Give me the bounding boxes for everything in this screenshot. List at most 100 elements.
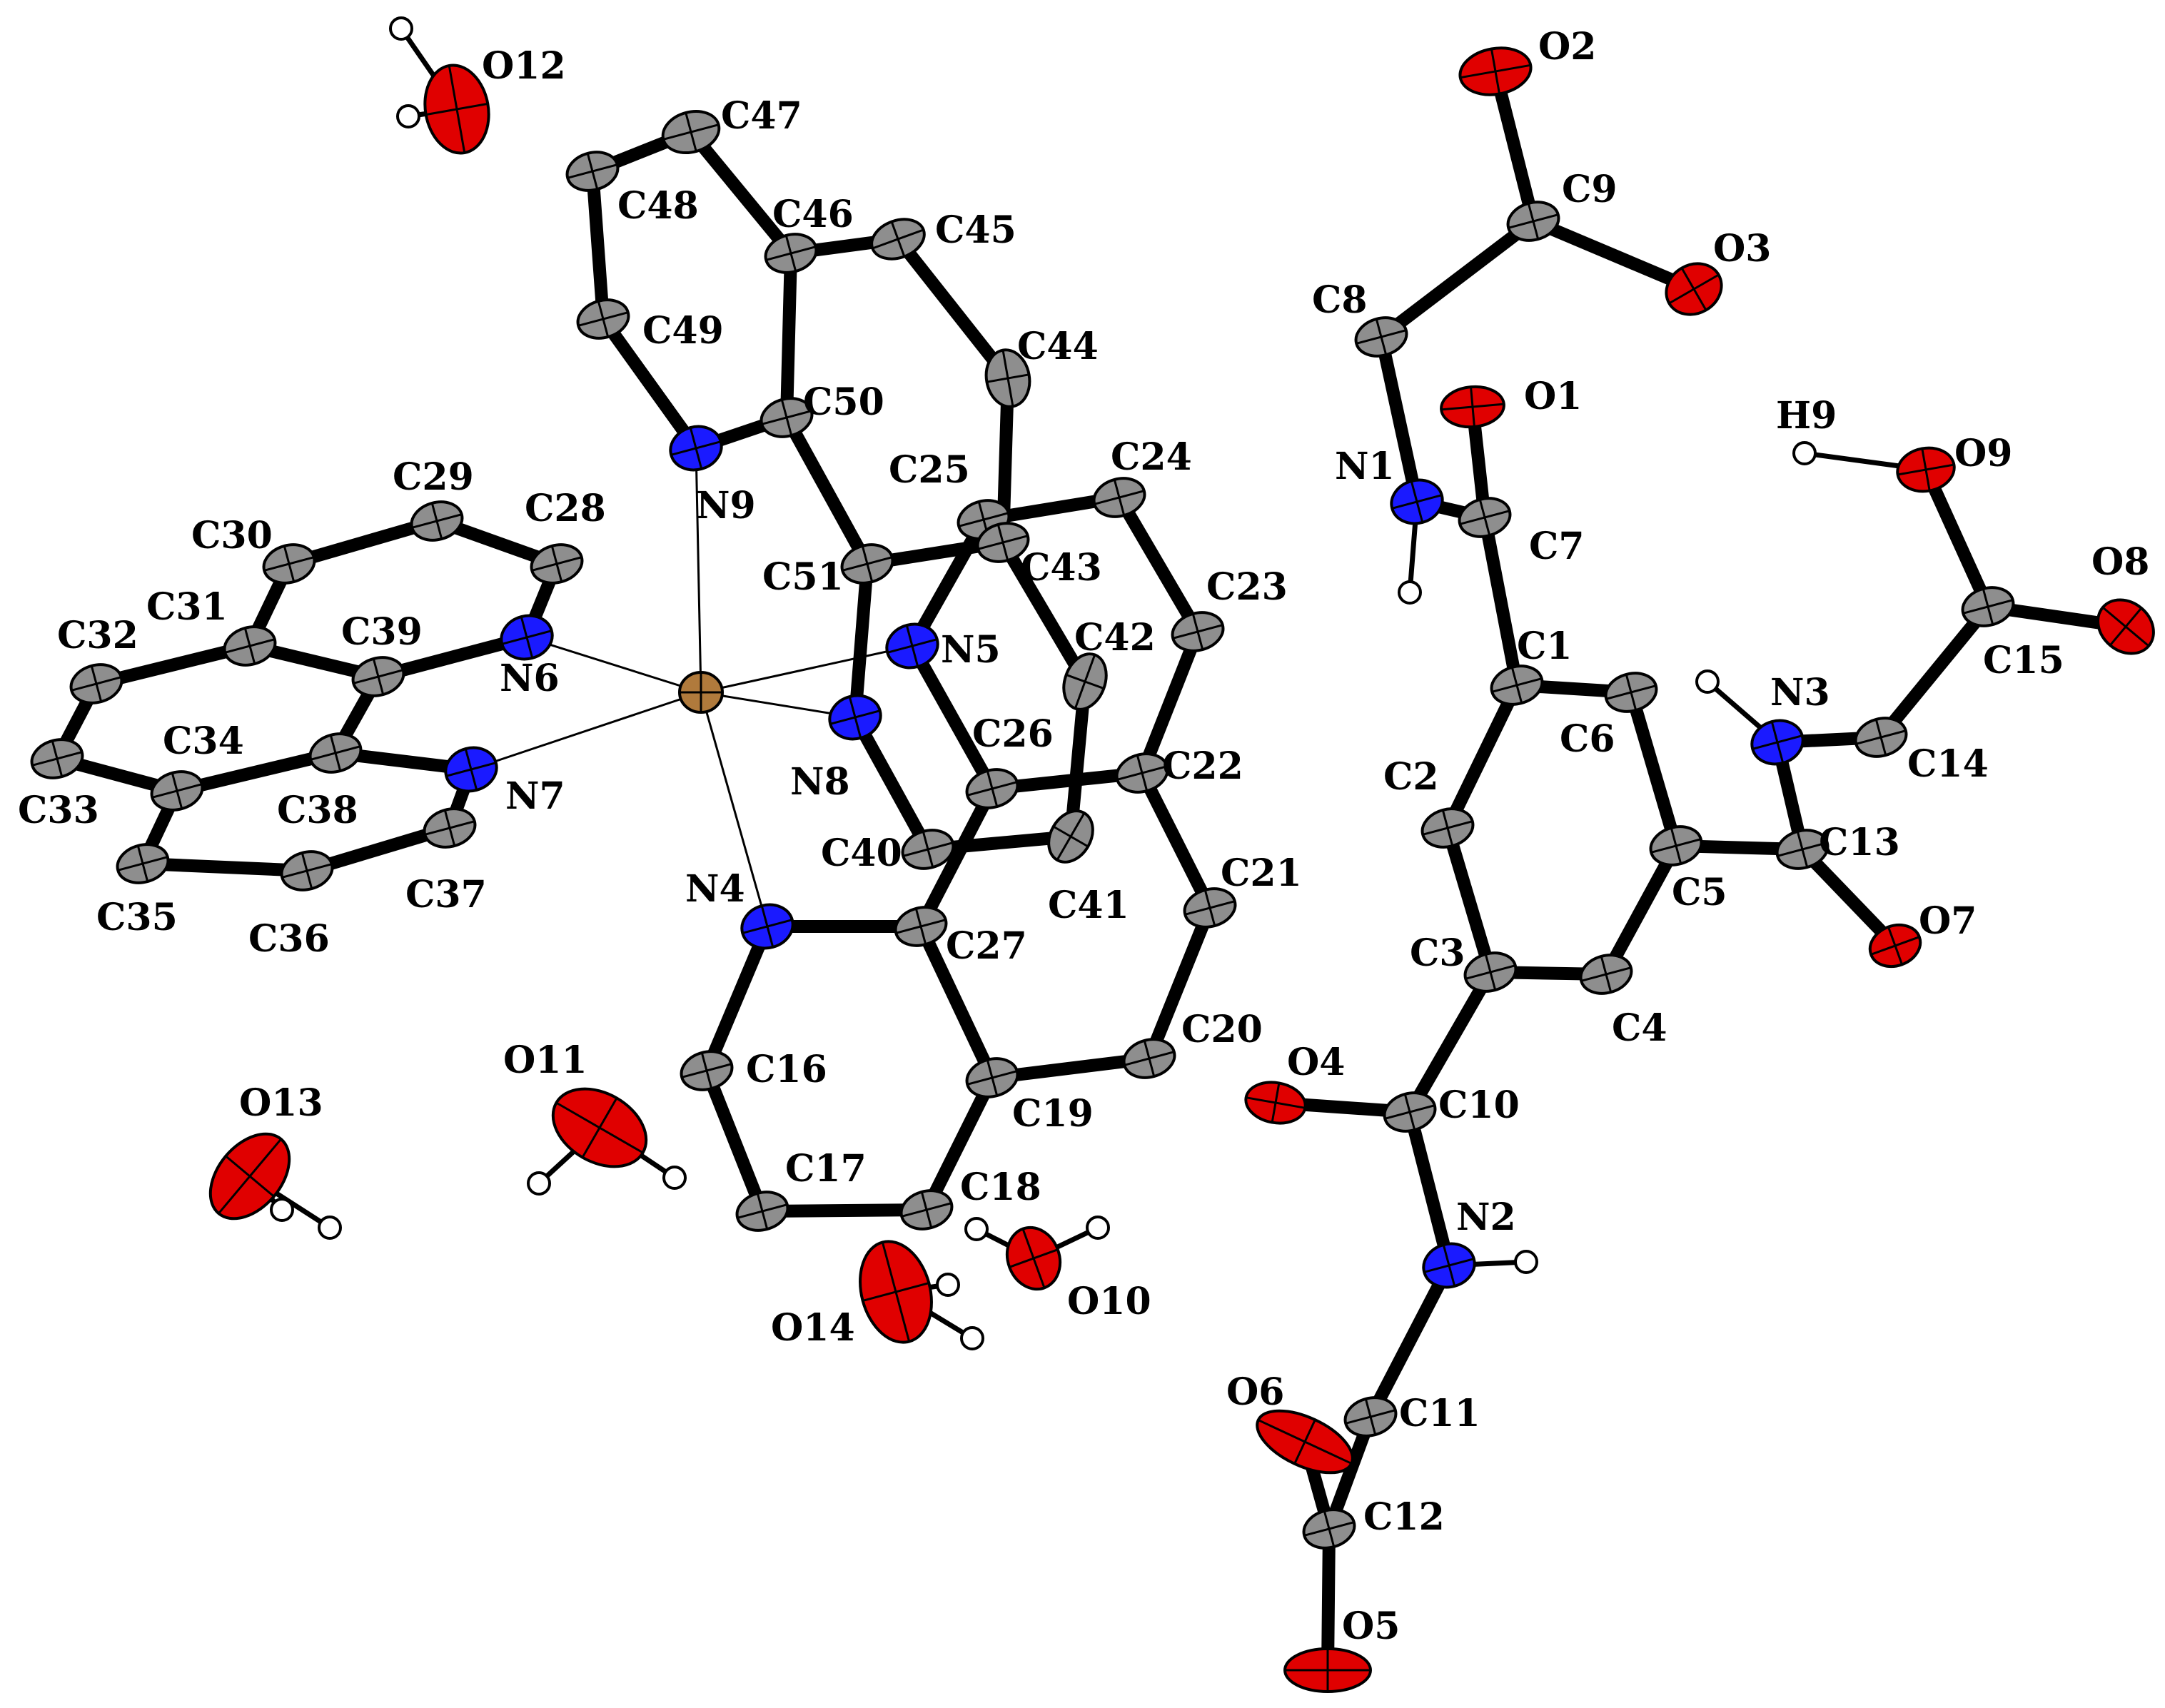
atom-C39 [351,656,405,697]
atom-axis-b-O6 [1293,1419,1316,1465]
atom-label-O1: O1 [1524,375,1582,418]
atom-O11 [551,1087,648,1168]
atom-label-O10: O10 [1067,1280,1151,1323]
atom-label-C3: C3 [1410,931,1465,975]
atom-label-H9: H9 [1776,394,1837,438]
atom-C44 [984,348,1031,408]
atom-axis-b-C16 [700,1052,713,1089]
coordination-bond-N7 [470,691,702,771]
atom-C19 [965,1057,1019,1098]
atom-label-C24: C24 [1111,435,1192,479]
atom-N4 [740,903,794,950]
atom-C30 [262,543,316,585]
atom-label-C21: C21 [1221,852,1302,895]
coordination-bond-N5 [700,645,913,694]
atom-C11 [1343,1396,1398,1437]
bond-C18-C19 [920,1071,999,1216]
atom-N8 [828,694,882,741]
atom-axis-b-O8 [2109,607,2143,647]
atom-axis-b-C49 [597,300,610,338]
atom-H11b [662,1166,687,1190]
atom-C4 [1579,954,1633,995]
atom-axis-b-C18 [920,1191,933,1228]
atom-ellipsoid-H9 [1792,441,1817,465]
atom-H12a [389,16,413,41]
atom-N1 [1390,478,1444,525]
atom-C49 [576,298,630,340]
atom-axis-b-C20 [1143,1040,1156,1077]
atom-axis-b-C27 [914,908,927,945]
atom-label-N1: N1 [1335,445,1395,488]
atom-C27 [894,906,948,947]
atom-axis-b-C3 [1484,954,1497,991]
atom-O12 [423,64,490,155]
atom-ellipsoid-H12a [389,16,413,41]
coordination-bond-N6 [526,636,702,694]
atom-C16 [680,1050,734,1091]
atom-label-C17: C17 [785,1147,867,1191]
atom-label-O14: O14 [771,1306,855,1350]
atom-C33 [30,738,84,779]
atom-label-C27: C27 [946,924,1027,968]
atom-label-C18: C18 [960,1166,1041,1209]
bond-C43-C42 [996,536,1091,688]
atom-axis-b-C31 [243,627,256,664]
atom-C37 [423,807,477,849]
atom-axis-b-C8 [1375,318,1388,355]
atom-label-C14: C14 [1907,742,1989,786]
atom-label-N8: N8 [790,760,850,804]
atom-C20 [1122,1038,1176,1079]
atom-axis-b-C15 [1982,588,1994,625]
bond-C46-C50 [780,247,797,424]
atom-axis-b-N5 [905,625,919,667]
atom-axis-b-N7 [464,748,478,791]
atom-axis-b-C11 [1364,1398,1377,1435]
bond-C20-C21 [1143,901,1216,1065]
atom-label-C28: C28 [525,487,606,530]
atom-label-C19: C19 [1012,1092,1094,1136]
bond-C13-O7 [1796,843,1902,952]
atom-label-O2: O2 [1538,25,1596,69]
atom-O5 [1283,1647,1372,1693]
atom-label-C46: C46 [772,193,854,236]
atom-axis-b-C10 [1403,1093,1416,1131]
bond-C14-C15 [1874,600,1994,744]
atom-H12b [396,104,420,128]
atom-axis-b-C45 [890,221,906,257]
atom-label-C2: C2 [1383,755,1439,799]
atom-H14a [936,1273,960,1297]
bond-C12-O5 [1321,1522,1336,1677]
atom-O7 [1868,923,1922,969]
atom-axis-b-N9 [689,427,703,470]
atom-H11a [527,1171,551,1196]
atom-label-C51: C51 [762,555,844,599]
atom-axis-b-C35 [136,845,149,882]
atom-label-C48: C48 [617,184,699,228]
bond-C23-C24 [1113,491,1204,638]
atom-axis-b-N8 [848,696,862,739]
atom-label-O9: O9 [1954,432,2012,475]
atom-label-C10: C10 [1438,1083,1520,1127]
atom-C24 [1092,477,1146,518]
atom-axis-b-C7 [1478,499,1491,536]
atom-axis-b-C5 [1670,827,1682,864]
atom-C35 [116,843,170,884]
atom-ellipsoid-H12b [396,104,420,128]
atom-label-C12: C12 [1363,1495,1445,1539]
atom-axis-b-O3 [1680,267,1707,311]
atom-H9 [1792,441,1817,465]
atom-axis-b-C4 [1600,956,1613,993]
atom-axis-b-N4 [760,905,774,948]
bond-C51-C50 [780,411,874,570]
atom-label-N3: N3 [1770,671,1830,714]
atom-axis-b-C22 [1136,754,1149,792]
atom-layer [30,16,2155,1693]
atom-O13 [208,1132,291,1221]
atom-C13 [1775,829,1830,870]
atom-axis-b-O2 [1490,49,1501,94]
bond-C45-C44 [892,233,1014,385]
atom-axis-b-C1 [1510,667,1523,704]
atom-axis-b-N2 [1442,1244,1456,1287]
atom-axis-b-C46 [784,235,797,272]
